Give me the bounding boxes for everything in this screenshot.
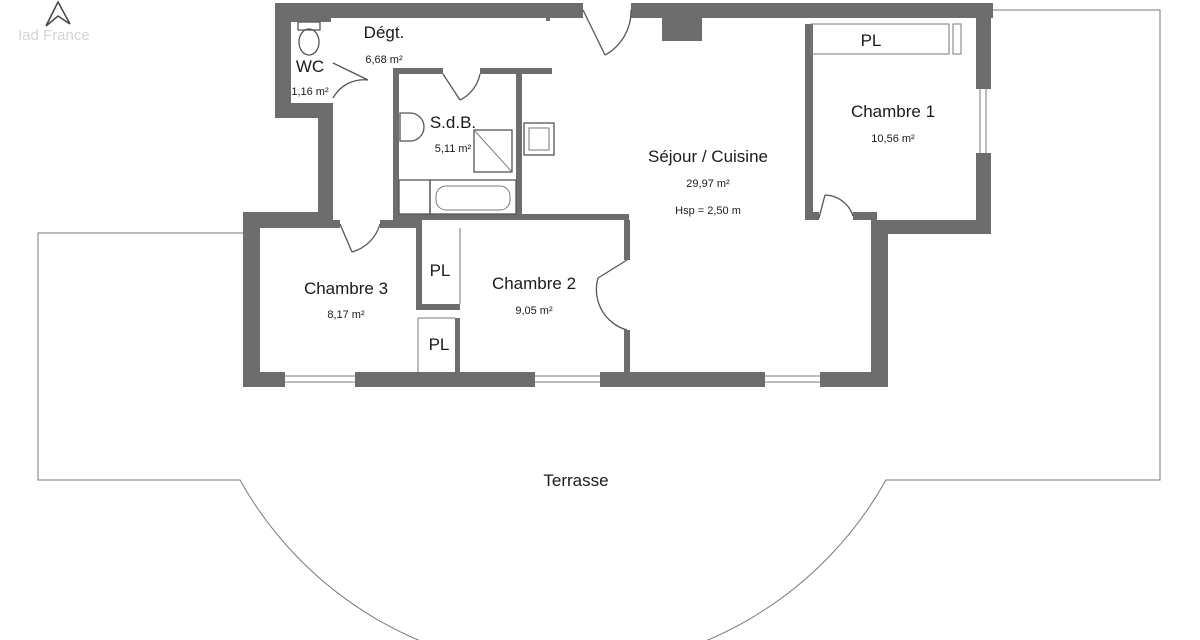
room-name-chambre-3: Chambre 3: [304, 279, 388, 298]
ceiling-height-note: Hsp = 2,50 m: [675, 205, 741, 217]
terrace-outline: [37, 9, 1161, 640]
room-area-wc: 1,16 m²: [291, 86, 329, 98]
north-arrow-icon: [45, 0, 71, 27]
room-area-chambre-2: 9,05 m²: [515, 305, 553, 317]
room-area-degt: 6,68 m²: [365, 54, 403, 66]
closet-label-chambre-1: PL: [861, 31, 882, 50]
room-name-sdb: S.d.B.: [430, 113, 476, 132]
room-area-sejour: 29,97 m²: [686, 178, 730, 190]
windows: [285, 89, 987, 383]
doors: [332, 9, 854, 331]
room-area-chambre-3: 8,17 m²: [327, 309, 365, 321]
room-name-chambre-1: Chambre 1: [851, 102, 935, 121]
walls: [243, 3, 993, 387]
interior-lines: [297, 21, 962, 372]
watermark: Iad France: [18, 27, 90, 44]
room-name-sejour: Séjour / Cuisine: [648, 147, 768, 166]
room-name-terrasse: Terrasse: [543, 471, 608, 490]
room-area-sdb: 5,11 m²: [435, 143, 472, 155]
closet-label-lower: PL: [429, 335, 450, 354]
room-name-degt: Dégt.: [364, 23, 405, 42]
room-name-chambre-2: Chambre 2: [492, 274, 576, 293]
room-area-chambre-1: 10,56 m²: [871, 133, 915, 145]
room-name-wc: WC: [296, 57, 324, 76]
closet-label-upper: PL: [430, 261, 451, 280]
